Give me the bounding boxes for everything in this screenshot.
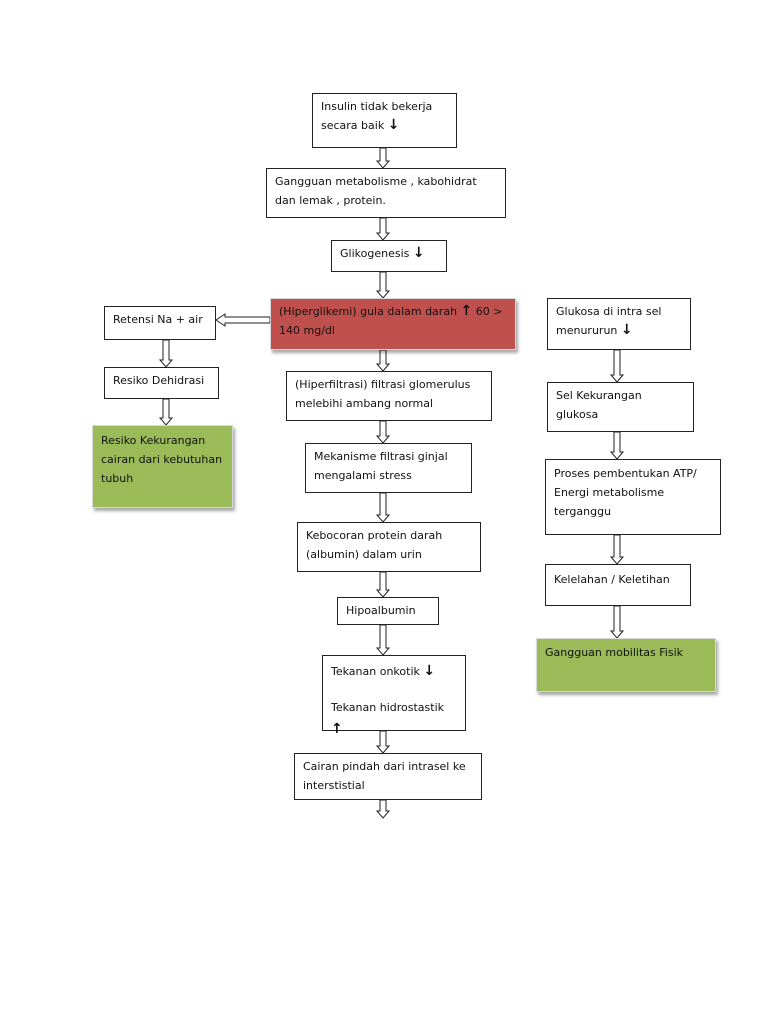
- tekanan-hidrostastik-row: Tekanan hidrostastik ↑: [331, 697, 457, 741]
- flow-arrow-tekanan-to-cairan: [375, 730, 391, 754]
- node-tekanan: Tekanan onkotik ↓ Tekanan hidrostastik ↑: [322, 655, 466, 736]
- node-mekanisme: Mekanisme filtrasi ginjal mengalami stre…: [305, 443, 472, 493]
- node-hiperglikemi-text-b: 60 > 140 mg/dl: [279, 305, 503, 337]
- node-glukosa-intra: Glukosa di intra sel menururun ↓: [547, 298, 691, 350]
- flow-arrow-hiperfiltrasi-to-mekanisme: [375, 420, 391, 444]
- node-sel-kekurangan: Sel Kekurangan glukosa: [547, 382, 694, 432]
- arrow-up-icon: ↑: [460, 303, 473, 319]
- node-insulin: Insulin tidak bekerja secara baik ↓: [312, 93, 457, 148]
- flow-arrow-hiperglikemi-to-retensi: [215, 313, 271, 327]
- node-kelelahan-text: Kelelahan / Keletihan: [554, 573, 670, 586]
- arrow-down-icon: ↓: [620, 322, 633, 338]
- flow-arrow-glikogenesis-to-hiperglikemi: [375, 271, 391, 299]
- node-kebocoran: Kebocoran protein darah (albumin) dalam …: [297, 522, 481, 572]
- node-mekanisme-text: Mekanisme filtrasi ginjal mengalami stre…: [314, 450, 448, 482]
- node-tekanan-hidrostastik-text: Tekanan hidrostastik: [331, 701, 444, 714]
- node-resiko-kekurangan-text: Resiko Kekurangan cairan dari kebutuhan …: [101, 434, 223, 485]
- node-sel-kekurangan-text: Sel Kekurangan glukosa: [556, 389, 642, 421]
- flow-arrow-kebocoran-to-hipoalbumin: [375, 571, 391, 598]
- flow-arrow-sel-to-atp: [609, 431, 625, 460]
- arrow-down-icon: ↓: [423, 663, 436, 679]
- node-glikogenesis: Glikogenesis ↓: [331, 240, 447, 272]
- flow-arrow-insulin-to-metabolisme: [375, 147, 391, 169]
- flow-arrow-atp-to-kelelahan: [609, 534, 625, 565]
- node-resiko-dehidrasi: Resiko Dehidrasi: [104, 367, 219, 399]
- flow-arrow-dehidrasi-to-kekurangan: [158, 398, 174, 426]
- arrow-down-icon: ↓: [412, 245, 425, 261]
- node-kelelahan: Kelelahan / Keletihan: [545, 564, 691, 606]
- node-resiko-kekurangan: Resiko Kekurangan cairan dari kebutuhan …: [92, 425, 233, 508]
- arrow-down-icon: ↓: [387, 117, 400, 133]
- node-retensi: Retensi Na + air: [104, 306, 216, 340]
- node-gangguan-metabolisme-text: Gangguan metabolisme , kabohidrat dan le…: [275, 175, 477, 207]
- flow-arrow-hiperglikemi-to-hiperfiltrasi: [375, 349, 391, 372]
- node-hiperfiltrasi-text: (Hiperfiltrasi) filtrasi glomerulus mele…: [295, 378, 471, 410]
- node-gangguan-mobilitas: Gangguan mobilitas Fisik: [536, 638, 716, 692]
- node-proses-atp-text: Proses pembentukan ATP/ Energi metabolis…: [554, 467, 697, 518]
- flow-arrow-retensi-to-dehidrasi: [158, 339, 174, 368]
- node-cairan-pindah: Cairan pindah dari intrasel ke interstis…: [294, 753, 482, 800]
- node-hiperglikemi: (Hiperglikemi) gula dalam darah ↑ 60 > 1…: [270, 298, 516, 350]
- node-cairan-pindah-text: Cairan pindah dari intrasel ke interstis…: [303, 760, 466, 792]
- flow-arrow-mekanisme-to-kebocoran: [375, 492, 391, 523]
- node-glukosa-intra-text: Glukosa di intra sel menururun: [556, 305, 662, 337]
- node-hiperfiltrasi: (Hiperfiltrasi) filtrasi glomerulus mele…: [286, 371, 492, 421]
- flow-arrow-cairan-continue: [375, 799, 391, 819]
- flow-arrow-glukosa-to-sel: [609, 349, 625, 383]
- node-proses-atp: Proses pembentukan ATP/ Energi metabolis…: [545, 459, 721, 535]
- tekanan-onkotik-row: Tekanan onkotik ↓: [331, 661, 457, 683]
- node-glikogenesis-text: Glikogenesis: [340, 247, 410, 260]
- flow-arrow-hipoalbumin-to-tekanan: [375, 624, 391, 656]
- flow-arrow-kelelahan-to-mobilitas: [609, 605, 625, 639]
- node-kebocoran-text: Kebocoran protein darah (albumin) dalam …: [306, 529, 443, 561]
- node-resiko-dehidrasi-text: Resiko Dehidrasi: [113, 374, 205, 387]
- node-gangguan-metabolisme: Gangguan metabolisme , kabohidrat dan le…: [266, 168, 506, 218]
- node-hipoalbumin-text: Hipoalbumin: [346, 604, 416, 617]
- node-gangguan-mobilitas-text: Gangguan mobilitas Fisik: [545, 646, 683, 659]
- node-hiperglikemi-text-a: (Hiperglikemi) gula dalam darah: [279, 305, 458, 318]
- arrow-up-icon: ↑: [331, 721, 343, 737]
- node-retensi-text: Retensi Na + air: [113, 313, 203, 326]
- flow-arrow-metabolisme-to-glikogenesis: [375, 217, 391, 241]
- node-insulin-text: Insulin tidak bekerja secara baik: [321, 100, 433, 132]
- node-hipoalbumin: Hipoalbumin: [337, 597, 439, 625]
- node-tekanan-onkotik-text: Tekanan onkotik: [331, 665, 420, 678]
